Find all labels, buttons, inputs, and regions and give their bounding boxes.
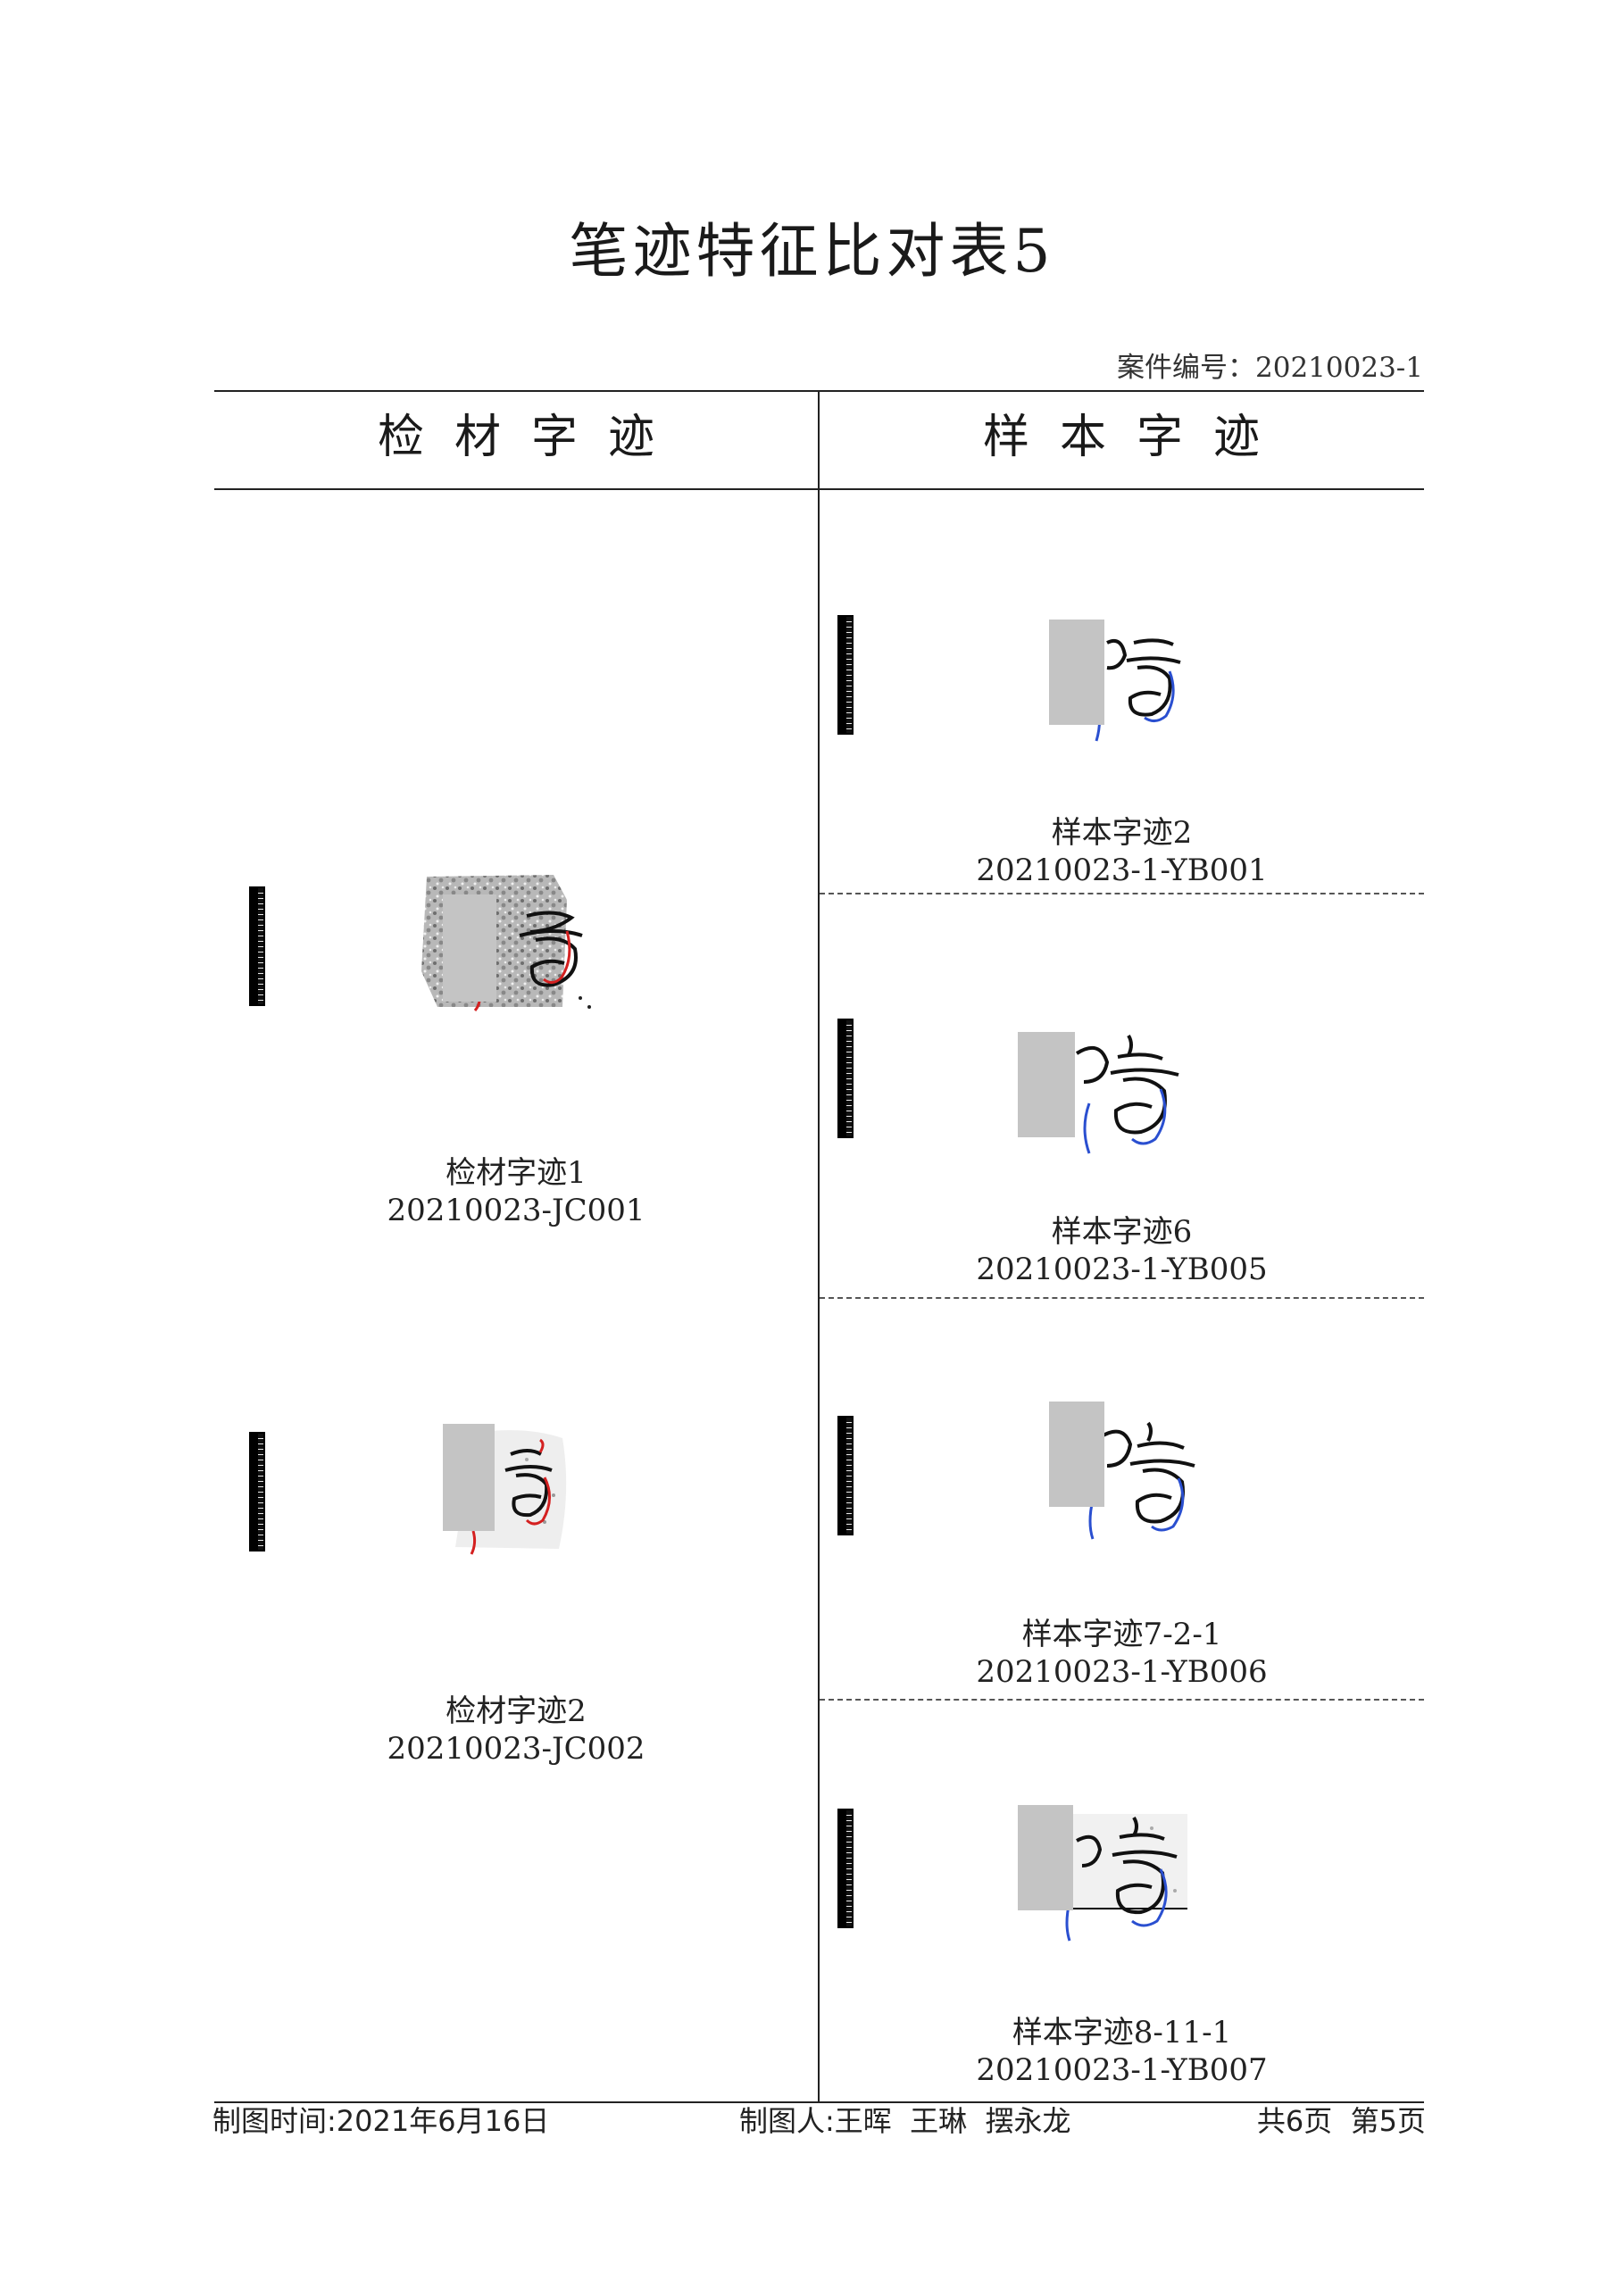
sample-separator	[820, 893, 1424, 894]
footer-date: 制图时间:2021年6月16日	[212, 2104, 550, 2138]
scale-ruler	[249, 1432, 265, 1551]
specimen-label: 检材字迹2	[446, 1693, 587, 1729]
page-title: 笔迹特征比对表5	[569, 217, 1055, 286]
questioned-caption: 检材字迹2 20210023-JC002	[214, 1693, 818, 1768]
specimen-label: 样本字迹7-2-1	[1021, 1617, 1222, 1652]
specimen-label: 样本字迹6	[1051, 1214, 1193, 1250]
specimen-code: 20210023-1-YB001	[976, 853, 1268, 888]
redaction-block	[1049, 620, 1104, 725]
redaction-block	[1018, 1805, 1073, 1910]
scale-ruler	[837, 1019, 854, 1138]
sample-handwriting-image	[1018, 1801, 1196, 1944]
sample-handwriting-image	[1045, 616, 1196, 750]
scale-ruler	[837, 615, 854, 735]
specimen-label: 检材字迹1	[446, 1155, 587, 1191]
questioned-caption: 检材字迹1 20210023-JC001	[214, 1154, 818, 1229]
specimen-label: 样本字迹2	[1051, 815, 1193, 851]
case-number: 案件编号：20210023-1	[1117, 352, 1423, 384]
redaction-block	[443, 1424, 495, 1531]
sample-handwriting-image	[1018, 1018, 1214, 1160]
column-divider	[818, 390, 820, 2103]
sample-separator	[820, 1297, 1424, 1299]
specimen-code: 20210023-1-YB006	[976, 1654, 1268, 1690]
redaction-block	[443, 894, 496, 1002]
specimen-code: 20210023-1-YB005	[976, 1252, 1268, 1287]
sample-column-header: 样本字迹	[982, 411, 1290, 464]
specimen-code: 20210023-1-YB007	[976, 2052, 1268, 2088]
sample-separator	[820, 1699, 1424, 1701]
sample-caption: 样本字迹8-11-1 20210023-1-YB007	[820, 2014, 1424, 2089]
scale-ruler	[249, 886, 265, 1006]
specimen-label: 样本字迹8-11-1	[1012, 2015, 1232, 2051]
questioned-handwriting-image	[420, 873, 598, 1016]
redaction-block	[1049, 1402, 1104, 1507]
sample-caption: 样本字迹2 20210023-1-YB001	[820, 814, 1424, 889]
specimen-code: 20210023-JC002	[387, 1731, 645, 1767]
sample-handwriting-image	[1045, 1402, 1205, 1544]
redaction-block	[1018, 1032, 1075, 1137]
sample-caption: 样本字迹6 20210023-1-YB005	[820, 1213, 1424, 1288]
footer-page-count: 共6页 第5页	[1256, 2104, 1426, 2138]
table-bottom-border	[214, 2101, 1424, 2103]
footer-authors: 制图人:王晖 王琳 摆永龙	[739, 2104, 1071, 2138]
scale-ruler	[837, 1809, 854, 1928]
questioned-column-header: 检材字迹	[377, 411, 685, 464]
questioned-handwriting-image	[437, 1424, 571, 1558]
specimen-code: 20210023-JC001	[387, 1193, 645, 1228]
scale-ruler	[837, 1416, 854, 1535]
sample-caption: 样本字迹7-2-1 20210023-1-YB006	[820, 1616, 1424, 1691]
